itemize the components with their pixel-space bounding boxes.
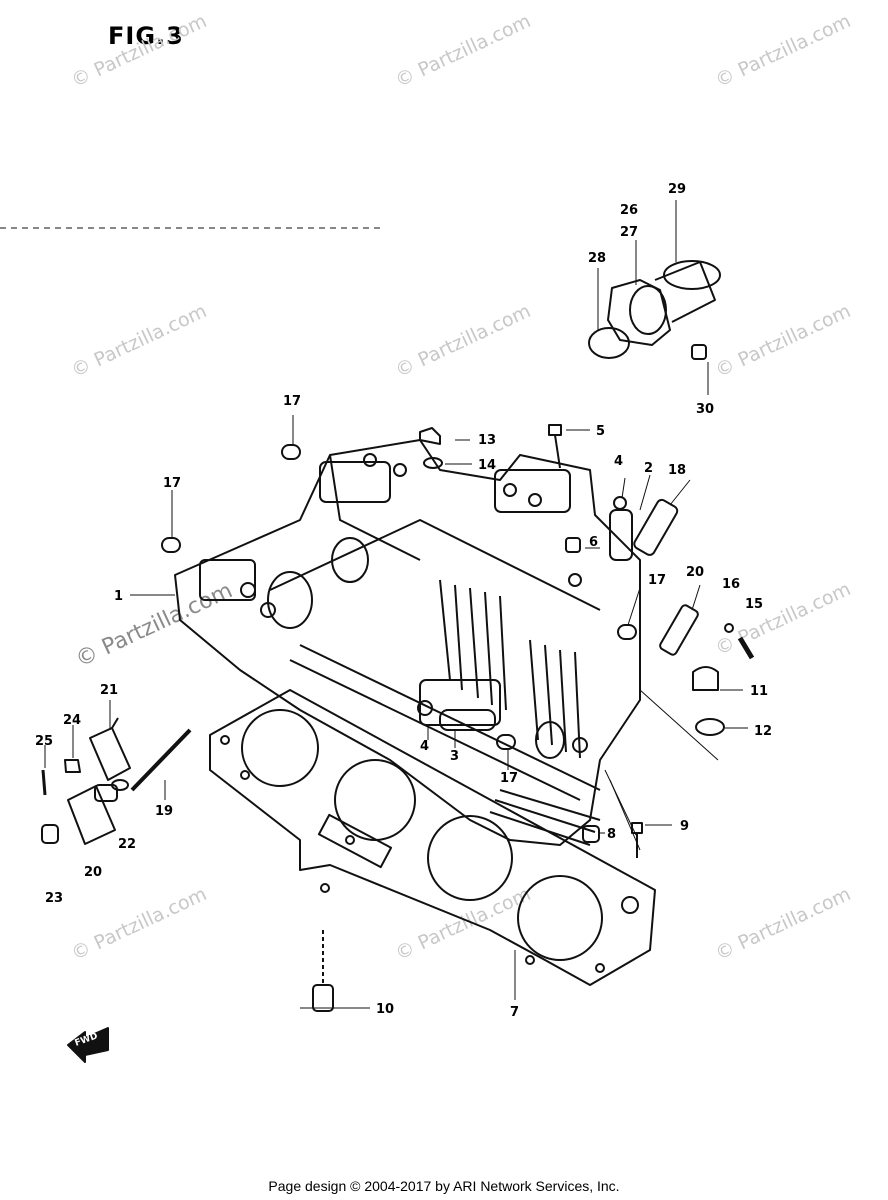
callout-8: 8 [607,827,616,842]
spark-plug-18 [633,498,679,556]
callout-5: 5 [596,424,605,439]
bolt-5 [548,424,562,469]
callout-13: 13 [478,433,496,448]
callout-1: 1 [114,589,123,604]
callout-12: 12 [754,724,772,739]
callout-14: 14 [478,458,496,473]
sensor-rod-19 [130,728,192,792]
plug-2 [609,509,633,561]
screw-15 [737,636,755,660]
oil-pipe-4 [417,700,433,716]
bolt-9 [631,822,643,858]
washer-12 [695,718,725,736]
dowel-pin [617,624,637,640]
callout-22: 22 [118,837,136,852]
sensor-21 [89,717,131,781]
dowel-pin [281,444,301,460]
callout-15: 15 [745,597,763,612]
callout-27: 27 [620,225,638,240]
callout-17: 17 [163,476,181,491]
union-6 [565,537,581,553]
callout-11: 11 [750,684,768,699]
clamp-29 [663,260,721,290]
cap-23 [41,824,59,844]
callout-10: 10 [376,1002,394,1017]
callout-23: 23 [45,891,63,906]
callout-16: 16 [722,577,740,592]
callout-28: 28 [588,251,606,266]
callout-17: 17 [283,394,301,409]
forward-arrow-icon [67,1027,109,1063]
sensor-20-left [67,784,118,845]
dowel-pin [496,734,516,750]
callout-21: 21 [100,683,118,698]
gasket-24 [64,759,81,773]
callout-17: 17 [500,771,518,786]
screw-25 [41,769,47,796]
callout-3: 3 [450,749,459,764]
callout-30: 30 [696,402,714,417]
oil-pipe-3 [439,709,496,731]
callout-24: 24 [63,713,81,728]
cap-nut-11 [692,666,719,691]
callout-20: 20 [686,565,704,580]
figure-title: FIG.3 [108,22,184,50]
dowel-pin [161,537,181,553]
page-footer: Page design © 2004-2017 by ARI Network S… [268,1178,620,1194]
callout-19: 19 [155,804,173,819]
washer-22 [111,779,129,791]
sensor-20-right [659,604,699,656]
callout-4: 4 [614,454,623,469]
callout-2: 2 [644,461,653,476]
callout-25: 25 [35,734,53,749]
washer-16 [724,623,734,633]
washer-14 [423,457,443,469]
callout-29: 29 [668,182,686,197]
dowel-8 [582,825,600,843]
callout-4: 4 [420,739,429,754]
callout-18: 18 [668,463,686,478]
head-gasket [209,689,656,986]
callout-9: 9 [680,819,689,834]
intake-pipe [607,261,716,346]
callout-7: 7 [510,1005,519,1020]
callout-6: 6 [589,535,598,550]
callout-20: 20 [84,865,102,880]
clip-4 [613,496,627,510]
o-ring-28 [588,327,630,359]
callout-17: 17 [648,573,666,588]
callout-26: 26 [620,203,638,218]
cylinder-head [174,439,641,846]
cap-nut-13 [419,427,441,445]
screw-30 [691,344,707,360]
stud-10 [312,930,334,1012]
